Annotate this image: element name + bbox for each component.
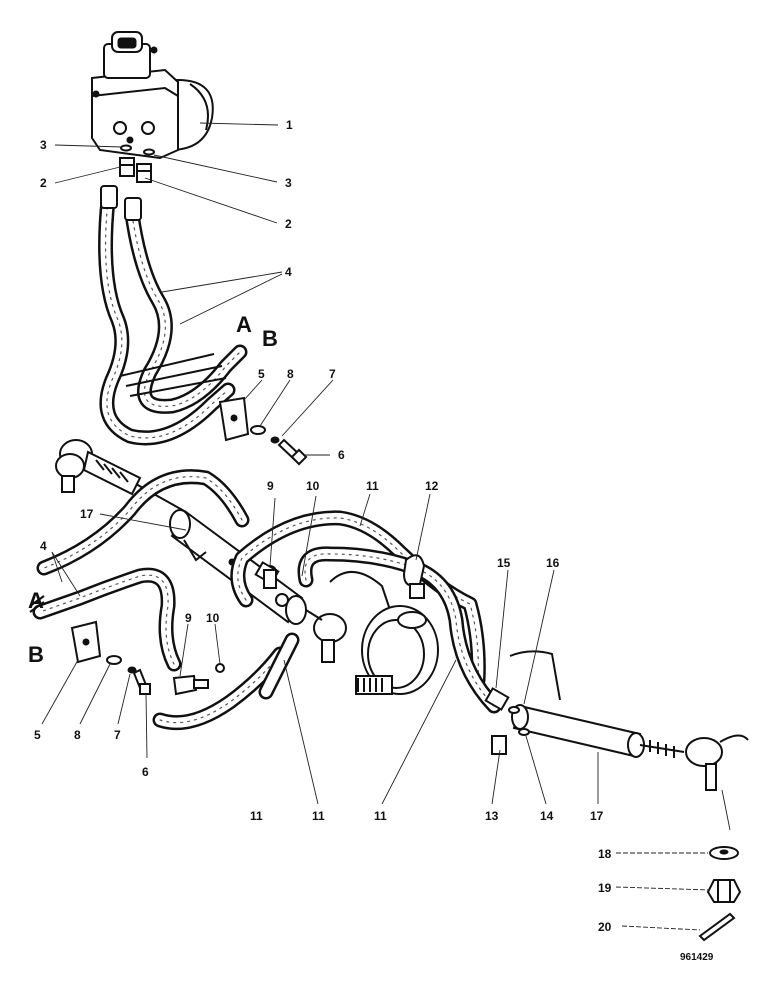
callout-11-bottom-2: 11 [312,809,325,823]
callout-16: 16 [546,556,560,570]
callout-12: 12 [425,479,439,493]
callout-7-top: 7 [329,367,336,381]
callout-9-upper: 9 [267,479,274,493]
callout-3-left: 3 [40,138,47,152]
callout-numbers: 1 3 3 2 2 4 5 8 7 6 9 10 11 12 17 15 16 … [34,118,612,934]
callout-8-left: 8 [74,728,81,742]
right-track-rod-end [685,734,749,791]
steering-unit [91,31,214,160]
left-track-rod-end [55,439,187,513]
callout-11-bottom-3: 11 [374,809,387,823]
callout-18: 18 [598,847,612,861]
clamp-set-top [218,396,308,466]
ball-joint-fasteners [698,846,742,942]
right-steering-cylinder [484,650,685,758]
left-ball-joint [305,609,347,663]
callout-9-lower: 9 [185,611,192,625]
callout-15: 15 [497,556,511,570]
callout-2-left: 2 [40,176,47,190]
section-label-b-top: B [262,326,278,351]
section-label-a-top: A [236,312,252,337]
callout-11-upper: 11 [366,479,379,493]
callout-20: 20 [598,920,612,934]
callout-3-right: 3 [285,176,292,190]
clamp-set-left [70,620,151,695]
callout-8-top: 8 [287,367,294,381]
hose-clamp [402,554,426,599]
callout-17-right: 17 [590,809,604,823]
callout-1: 1 [286,118,293,132]
upper-hoses [98,185,248,446]
callout-17-left: 17 [80,507,94,521]
cylinder-hoses [32,469,502,731]
callout-13: 13 [485,809,499,823]
callout-4-left: 4 [40,539,47,553]
callout-6-left: 6 [142,765,149,779]
callout-7-left: 7 [114,728,121,742]
callout-5-left: 5 [34,728,41,742]
callout-4-top: 4 [285,265,292,279]
axle-hub [329,570,439,695]
section-label-b-left: B [28,642,44,667]
tee-fittings [172,569,277,696]
callout-5-top: 5 [258,367,265,381]
callout-6-top: 6 [338,448,345,462]
callout-2-right: 2 [285,217,292,231]
leader-lines [41,122,731,931]
drawing-number: 961429 [680,952,714,963]
callout-10-upper: 10 [306,479,320,493]
callout-14: 14 [540,809,554,823]
section-break-marks [29,353,227,613]
callout-10-lower: 10 [206,611,220,625]
section-label-a-left: A [28,588,44,613]
callout-19: 19 [598,881,612,895]
callout-11-bottom-1: 11 [250,809,263,823]
